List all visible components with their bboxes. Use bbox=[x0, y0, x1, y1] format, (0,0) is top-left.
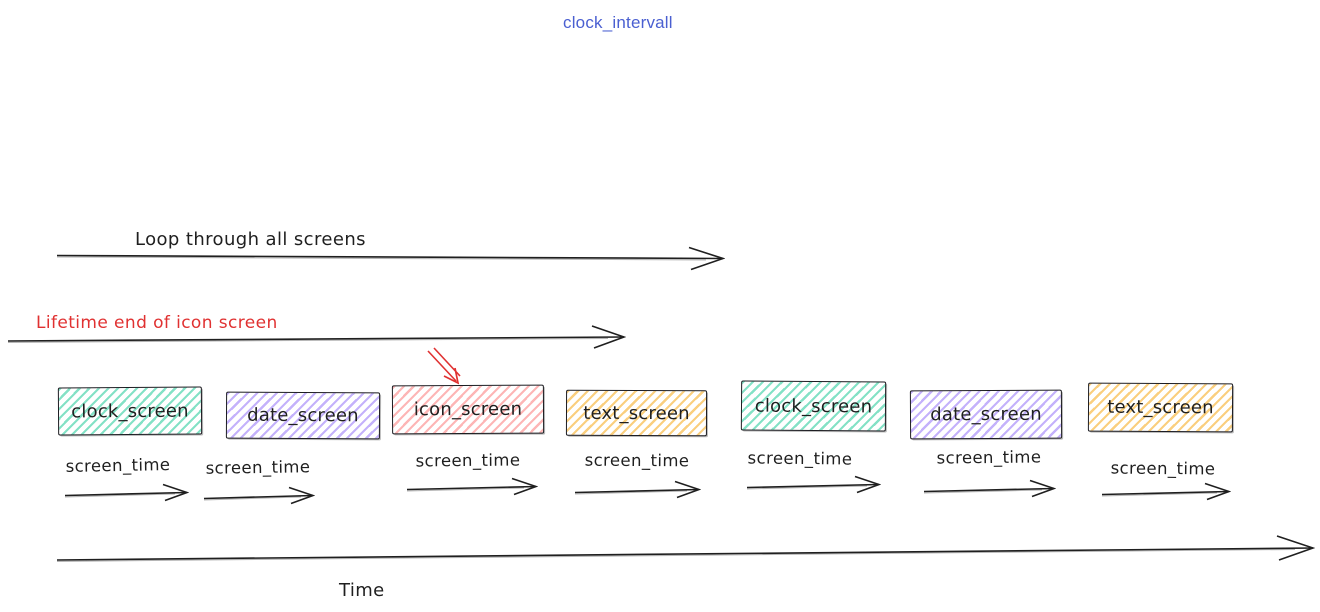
screen-time-arrow-1 bbox=[63, 474, 190, 514]
screen-box-label: text_screen bbox=[1107, 396, 1214, 419]
screen-box-label: date_screen bbox=[930, 403, 1042, 426]
screen-box-text-1: text_screen bbox=[565, 389, 708, 437]
time-axis-arrow bbox=[55, 534, 1316, 574]
screen-box-date-1: date_screen bbox=[225, 391, 381, 440]
screen-time-arrow-5 bbox=[745, 466, 882, 506]
screen-box-label: icon_screen bbox=[413, 398, 523, 421]
screen-time-label-3: screen_time bbox=[415, 450, 521, 471]
screen-box-label: clock_screen bbox=[71, 400, 189, 422]
screen-box-label: text_screen bbox=[583, 402, 690, 424]
loop-arrow-label: Loop through all screens bbox=[135, 229, 366, 250]
screen-time-label-4: screen_time bbox=[584, 450, 690, 471]
diagram-title: clock_intervall bbox=[563, 13, 673, 32]
screen-box-label: clock_screen bbox=[754, 395, 873, 417]
screen-time-arrow-7 bbox=[1100, 473, 1232, 513]
screen-box-date-2: date_screen bbox=[909, 389, 1063, 440]
screen-box-icon: icon_screen bbox=[391, 384, 545, 435]
screen-time-arrow-3 bbox=[405, 468, 539, 508]
screen-time-arrow-4 bbox=[573, 471, 702, 511]
screen-time-label-5: screen_time bbox=[747, 448, 853, 469]
screen-box-text-2: text_screen bbox=[1087, 382, 1234, 433]
screen-time-label-7: screen_time bbox=[1110, 458, 1216, 479]
screen-time-arrow-2 bbox=[202, 477, 316, 517]
lifetime-arrow-label: Lifetime end of icon screen bbox=[36, 313, 278, 333]
time-axis-label: Time bbox=[339, 580, 385, 601]
icon-screen-pointer-arrow-icon bbox=[427, 347, 461, 385]
screen-time-label-6: screen_time bbox=[936, 447, 1042, 468]
screen-time-arrow-6 bbox=[922, 470, 1057, 510]
screen-box-clock-2: clock_screen bbox=[740, 380, 887, 432]
screen-time-label-1: screen_time bbox=[65, 455, 171, 476]
screen-box-label: date_screen bbox=[247, 404, 359, 427]
screen-time-label-2: screen_time bbox=[205, 457, 311, 478]
screen-box-clock-1: clock_screen bbox=[57, 386, 203, 436]
